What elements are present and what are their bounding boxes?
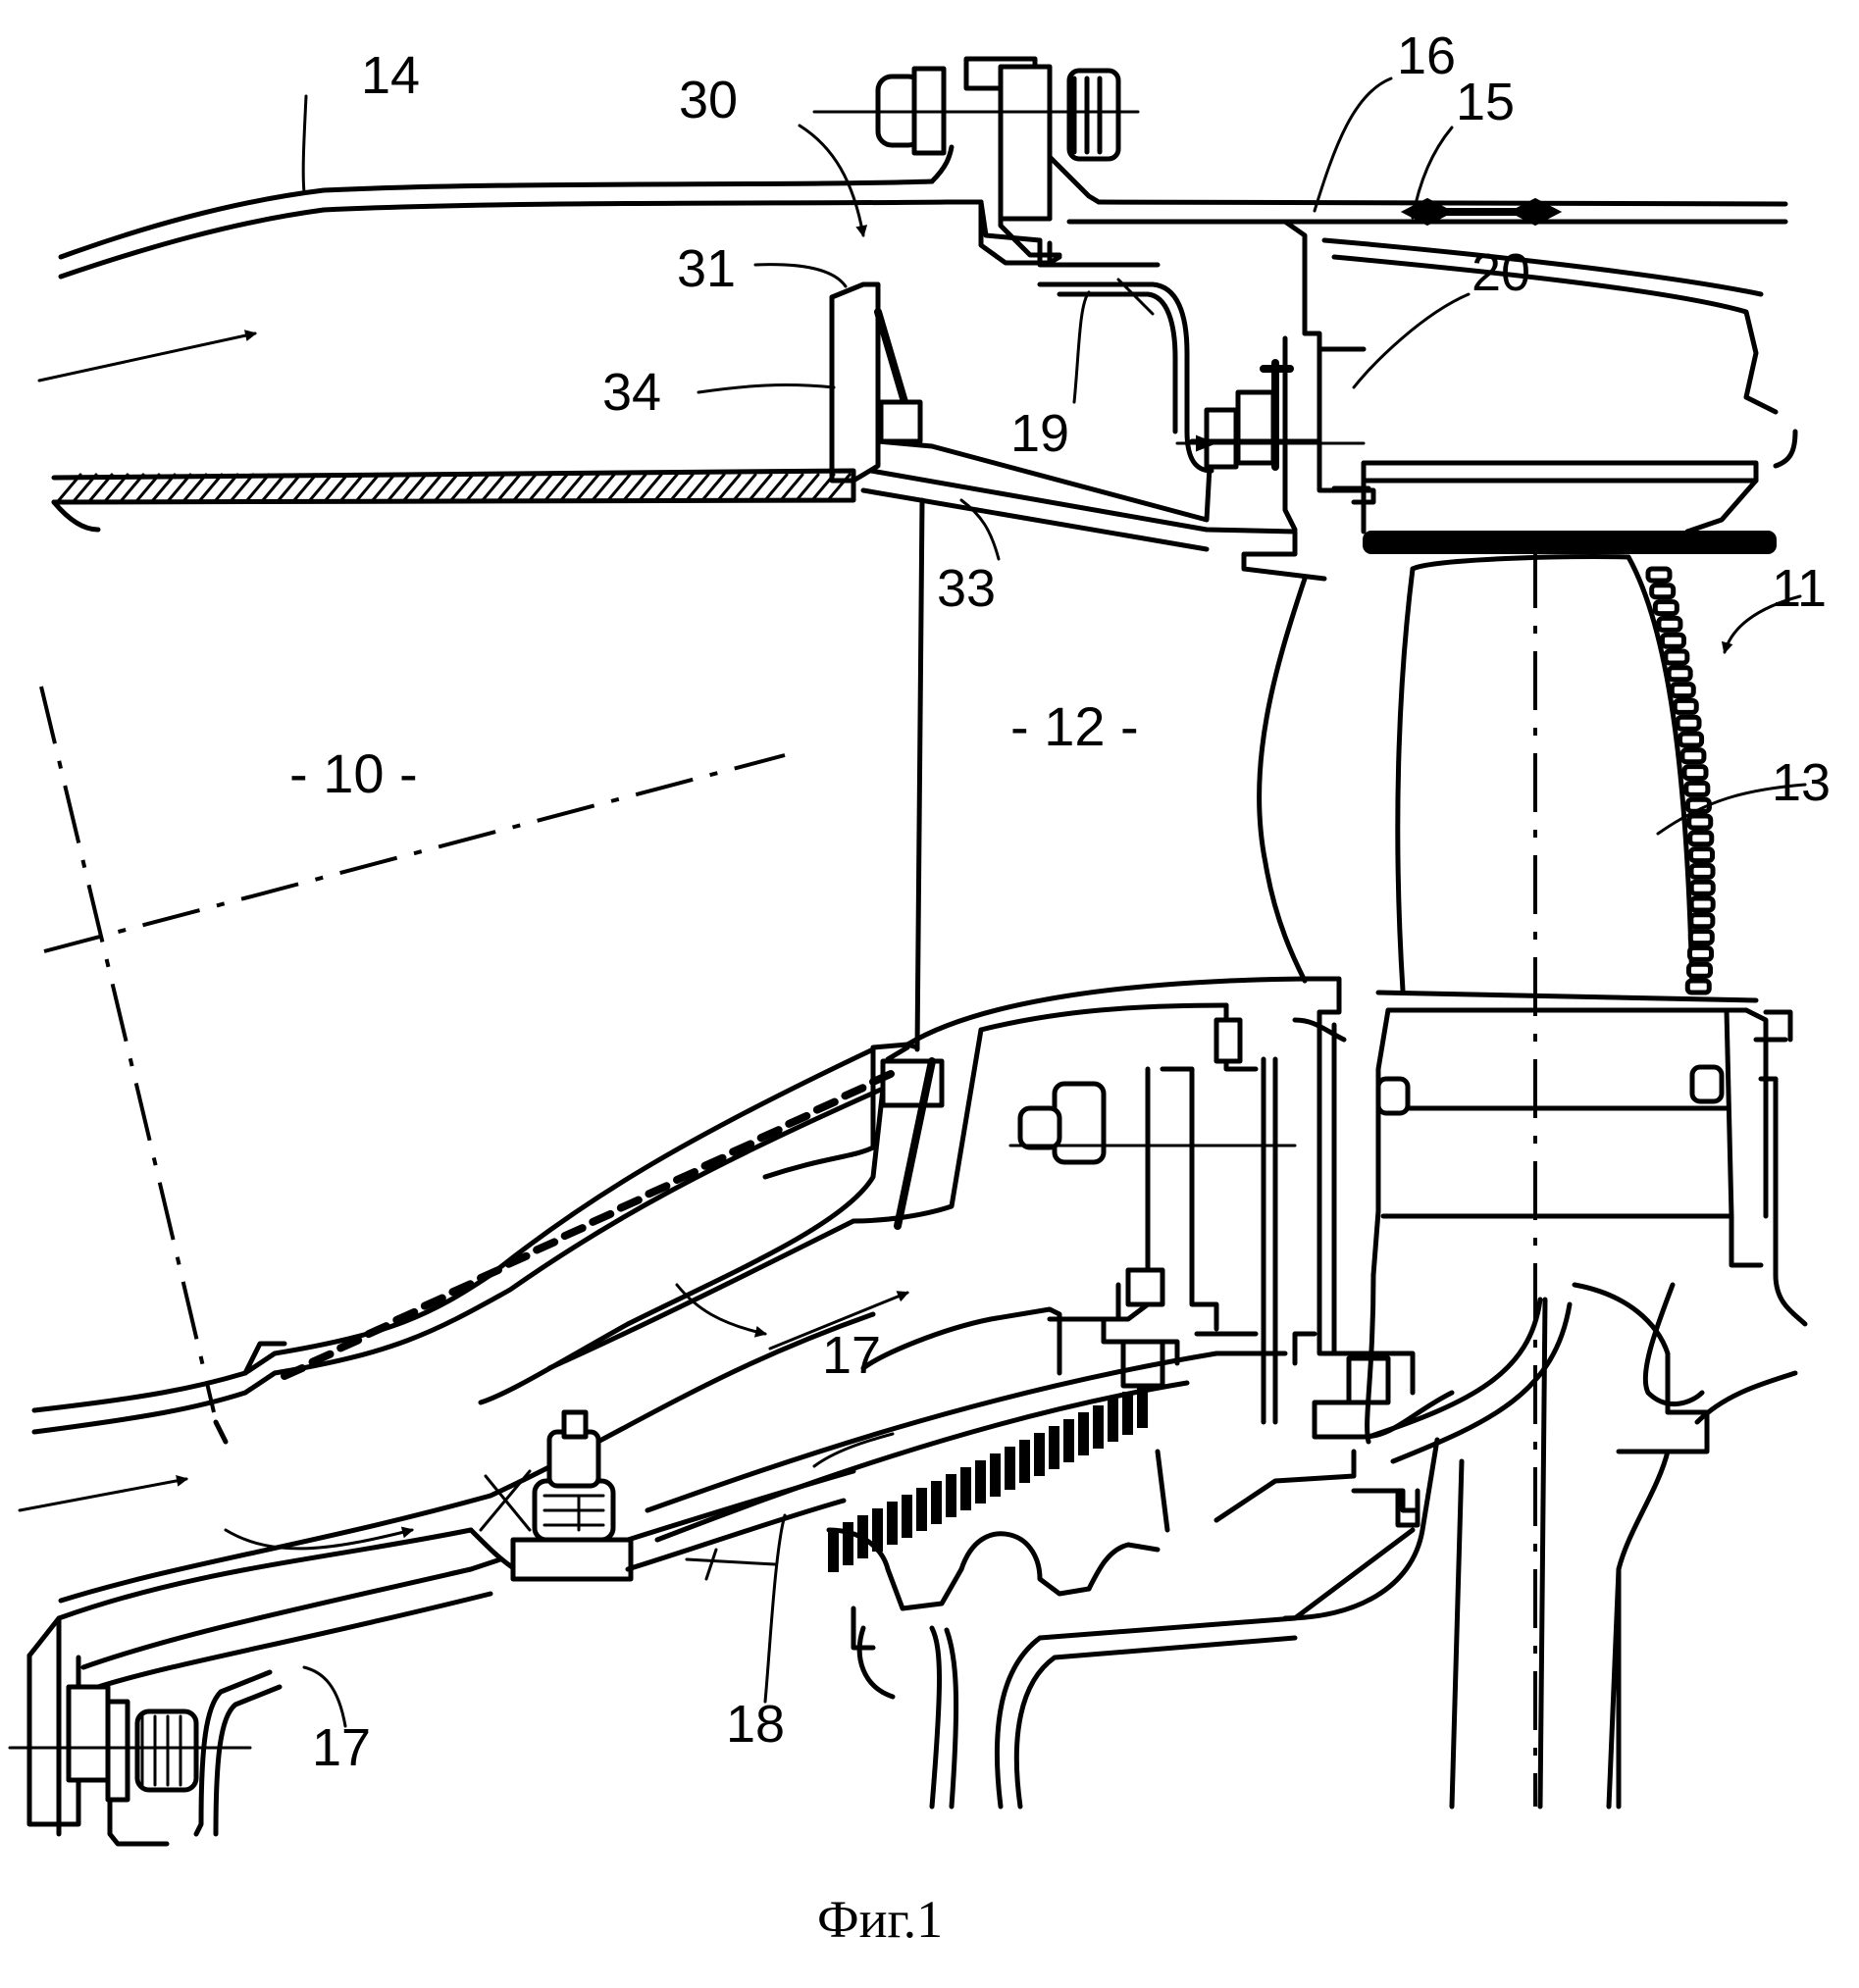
liner-perforation [845, 1088, 862, 1096]
hatched-liner [54, 471, 853, 530]
blade-cooling-hole [1690, 932, 1712, 943]
label-17-upper: 17 [822, 1326, 881, 1385]
label-31: 31 [677, 239, 736, 298]
liner-perforation [621, 1200, 639, 1208]
labyrinth-tooth [947, 1475, 955, 1516]
blade-cooling-hole [1691, 915, 1713, 927]
labyrinth-tooth [1020, 1441, 1029, 1482]
blade-cooling-hole [1662, 635, 1683, 646]
blade-cooling-hole [1688, 964, 1710, 976]
blade-cooling-hole [1687, 981, 1709, 993]
label-30: 30 [679, 71, 738, 129]
zone-label-10: - 10 - [289, 742, 418, 804]
liner-perforation [817, 1102, 835, 1110]
blade-cooling-hole [1691, 865, 1713, 877]
blade-cooling-hole [1684, 767, 1706, 779]
labyrinth-tooth [1138, 1386, 1147, 1427]
labyrinth-tooth [1006, 1448, 1014, 1489]
label-34: 34 [602, 363, 661, 422]
labyrinth-tooth [1094, 1406, 1103, 1448]
labyrinth-tooth [1123, 1393, 1132, 1434]
blade-cooling-hole [1672, 685, 1693, 696]
labyrinth-tooth [976, 1461, 985, 1503]
label-13: 13 [1772, 753, 1831, 812]
blade-cooling-hole [1669, 668, 1690, 680]
flow-arrows [20, 126, 1800, 1549]
label-33: 33 [937, 559, 996, 618]
labyrinth-tooth [991, 1454, 1000, 1496]
blade-cooling-hole [1682, 750, 1704, 762]
label-14: 14 [361, 46, 420, 105]
labyrinth-tooth [903, 1496, 911, 1537]
nozzle-outer-platform [832, 202, 1795, 579]
reference-numerals: 14 30 16 15 31 20 34 19 33 11 13 17 17 1… [289, 26, 1831, 1949]
blade-cooling-hole [1655, 602, 1677, 614]
label-20: 20 [1472, 243, 1530, 302]
blade-cooling-hole [1691, 849, 1713, 861]
diffuser-inner-casing [10, 1049, 1413, 1844]
blade-cooling-hole [1689, 816, 1711, 828]
rotor-blade [1398, 557, 1713, 994]
label-15: 15 [1456, 73, 1515, 131]
liner-perforation [481, 1270, 498, 1278]
label-17-lower: 17 [312, 1718, 371, 1777]
label-11: 11 [1772, 559, 1827, 618]
blade-cooling-hole [1675, 700, 1696, 712]
labyrinth-tooth [888, 1503, 897, 1544]
labyrinth-tooth [829, 1530, 838, 1571]
blade-cooling-hole [1691, 898, 1713, 910]
labyrinth-tooth [1079, 1413, 1088, 1454]
blade-cooling-hole [1691, 882, 1713, 893]
blade-cooling-hole [1659, 618, 1680, 630]
labyrinth-tooth [1050, 1427, 1059, 1468]
blade-cooling-hole [1680, 734, 1702, 745]
labyrinth-tooth [932, 1482, 941, 1523]
label-16: 16 [1397, 26, 1456, 85]
labyrinth-tooth [1064, 1420, 1073, 1461]
liner-perforation [593, 1214, 610, 1222]
label-18: 18 [726, 1695, 785, 1754]
labyrinth-tooth [1109, 1400, 1117, 1441]
label-19: 19 [1010, 404, 1069, 463]
blade-cooling-hole [1690, 947, 1712, 959]
blade-cooling-hole [1652, 586, 1674, 597]
liner-perforation [537, 1242, 554, 1249]
rotor-disk [1368, 993, 1805, 1807]
blade-cooling-hole [1686, 783, 1708, 794]
blade-cooling-hole [1690, 833, 1712, 844]
figure-caption: Фиг.1 [817, 1890, 943, 1949]
labyrinth-tooth [917, 1489, 926, 1530]
blade-cooling-hole [1648, 569, 1670, 581]
blade-cooling-hole [1666, 651, 1687, 663]
zone-label-12: - 12 - [1010, 695, 1139, 757]
liner-perforation [565, 1228, 583, 1236]
liner-perforation [369, 1326, 387, 1334]
labyrinth-tooth [1035, 1434, 1044, 1475]
blade-cooling-hole [1678, 717, 1699, 729]
labyrinth-tooth [961, 1468, 970, 1509]
